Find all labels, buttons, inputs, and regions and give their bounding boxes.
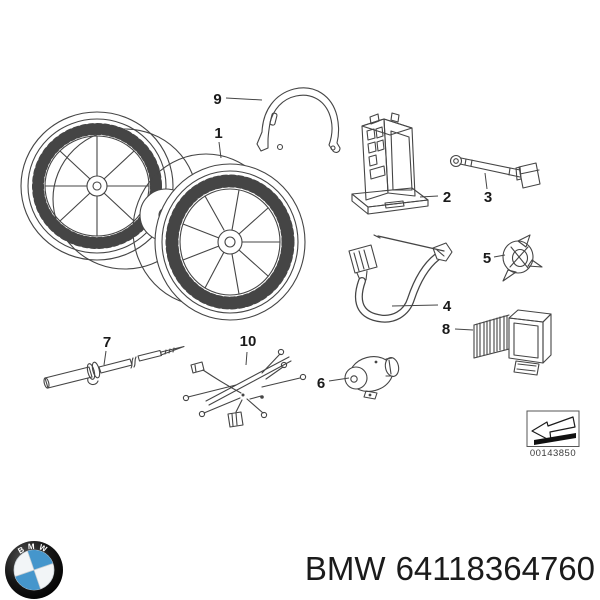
part-3-linkage-rod [449, 154, 541, 189]
part-9-bracket [256, 87, 341, 153]
part-number: 64118364760 [395, 550, 595, 587]
image-code-stamp: 00143850 [526, 410, 580, 459]
callout-1: 1 [214, 125, 222, 142]
callout-7: 7 [103, 334, 111, 351]
callout-3: 3 [484, 189, 492, 206]
heatsink-fins [476, 315, 508, 358]
resistor-slots [366, 126, 386, 180]
image-code: 00143850 [530, 448, 576, 459]
right-wheel-spokes [182, 189, 281, 295]
logo-quadrants [14, 550, 54, 590]
part-10-wiring-harness [182, 348, 307, 428]
part-1-blower-fan [20, 111, 306, 321]
direction-arrow-icon [531, 416, 576, 445]
callout-6: 6 [317, 375, 325, 392]
callout-2: 2 [443, 189, 451, 206]
bmw-logo: BMW [5, 541, 63, 599]
part-2-resistor-unit [351, 112, 429, 215]
callout-10: 10 [240, 333, 257, 350]
brand-text: BMW [304, 550, 386, 587]
left-wheel-spokes [44, 135, 150, 237]
diagram-canvas: 1 2 3 4 5 6 7 8 9 10 [20, 87, 580, 459]
part-6-actuator-motor [344, 356, 400, 400]
callout-8: 8 [442, 321, 450, 338]
part-7-sensor-probe [43, 345, 185, 389]
callout-9: 9 [213, 91, 221, 108]
part-4-sensor-hose [348, 234, 453, 323]
callout-5: 5 [483, 250, 491, 267]
part-8-final-stage-unit [473, 309, 552, 376]
callout-4: 4 [443, 298, 452, 315]
callouts: 1 2 3 4 5 6 7 8 9 10 [103, 91, 506, 392]
part-5-knob [502, 234, 543, 282]
